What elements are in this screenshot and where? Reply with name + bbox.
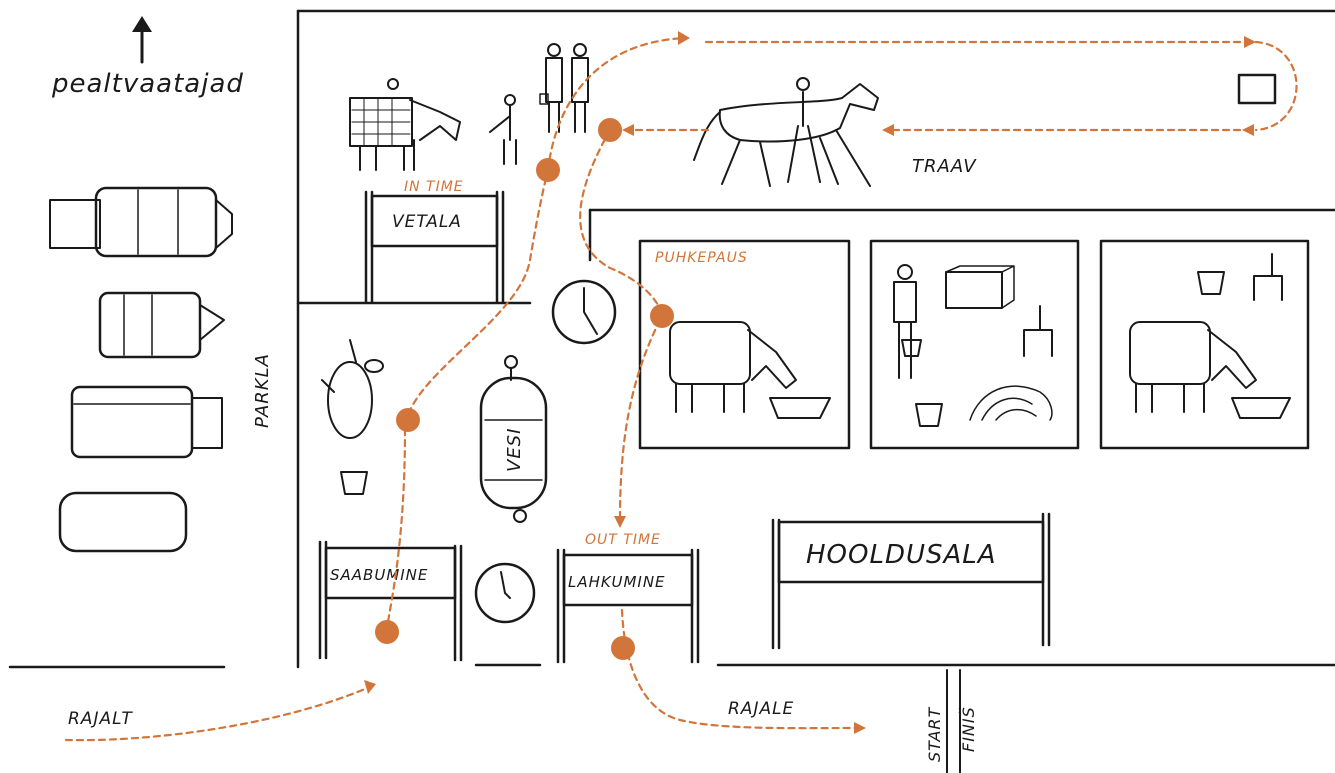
arrival-label: SAABUMINE: [330, 566, 428, 584]
from-course-label: RAJALT: [68, 709, 133, 729]
out-time-label: OUT TIME: [585, 532, 661, 548]
north-arrow-icon: [132, 16, 152, 64]
checkpoint-rest: [650, 304, 674, 328]
water-label: VESI: [504, 428, 525, 472]
checkpoint-in-time: [536, 158, 560, 182]
clock-icon: [474, 562, 536, 624]
start-label: START: [925, 706, 944, 762]
car-icon: [49, 186, 233, 258]
care-area-sign: [771, 512, 1051, 650]
to-course-label: RAJALE: [728, 699, 794, 719]
route-checkpoints: [375, 118, 674, 660]
finish-label: FINIŠ: [959, 706, 978, 752]
stall-box-equipment: [869, 239, 1080, 450]
stall-box-rest: [638, 239, 851, 450]
box-icon: [945, 265, 1015, 309]
car-icon: [98, 291, 225, 359]
route-path: [64, 31, 1298, 742]
arrival-sign: [318, 540, 463, 662]
parking-label: PARKLA: [252, 353, 273, 428]
departure-label: LAHKUMINE: [568, 573, 666, 591]
horse-icon: [693, 77, 879, 187]
bucket-icon: [915, 403, 943, 427]
horse-blanket-icon: [349, 97, 461, 171]
care-area-label: HOOLDUSALA: [806, 540, 997, 570]
inspection-area-label: VETALA: [392, 212, 462, 232]
checkpoint-arrival: [375, 620, 399, 644]
bucket-icon: [1197, 271, 1225, 295]
inspection-sign: [364, 190, 505, 304]
chair-icon: [1253, 253, 1283, 301]
car-icon: [58, 491, 188, 553]
in-time-label: IN TIME: [404, 179, 464, 195]
car-icon: [70, 385, 223, 459]
person-icon: [387, 43, 589, 165]
bucket-icon: [340, 471, 368, 495]
rest-stop-label: PUHKEPAUS: [655, 250, 748, 266]
checkpoint-waiting: [396, 408, 420, 432]
box-icon: [1237, 73, 1277, 105]
horse-blanket-icon: [1129, 321, 1291, 419]
bucket-icon: [901, 339, 922, 357]
departure-sign: [556, 548, 700, 664]
chair-icon: [1023, 305, 1053, 357]
clock-icon: [551, 279, 617, 345]
spectators-label: pealtvaatajad: [51, 69, 244, 99]
area-outlines: [8, 9, 1335, 773]
horse-icon: [321, 339, 384, 439]
trot-label: TRAAV: [912, 156, 977, 177]
water-tank-icon: [479, 355, 548, 523]
horse-blanket-icon: [669, 321, 831, 419]
checkpoint-departure: [611, 636, 635, 660]
stall-box-rest-2: [1099, 239, 1310, 450]
person-icon: [893, 264, 917, 379]
checkpoint-trot: [598, 118, 622, 142]
hay-icon: [969, 385, 1053, 421]
